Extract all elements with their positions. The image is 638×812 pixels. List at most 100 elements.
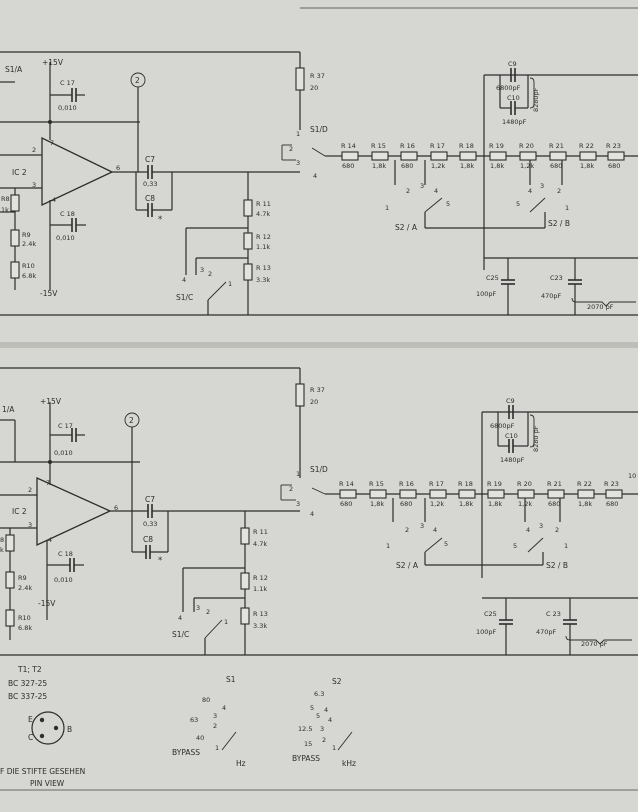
pin-c-label: C — [28, 733, 33, 742]
s1-dial-3: 3 — [213, 712, 217, 720]
r19-value: 1,8k — [490, 162, 504, 170]
b-c17-name: C 17 — [58, 422, 73, 430]
r14-value: 680 — [342, 162, 354, 170]
c25-name: C25 — [486, 274, 499, 282]
b-r11-name: R 11 — [253, 528, 268, 536]
b-c9-value: 6800pF — [490, 422, 515, 430]
supply-pos-label: +15V — [42, 58, 64, 67]
legend: T1; T2 BC 327-25 BC 337-25 E C B F DIE S… — [0, 665, 356, 788]
b-r19-name: R 19 — [487, 480, 502, 488]
b-s2a-pos-4: 4 — [433, 526, 437, 534]
b-r22-name: R 22 — [577, 480, 592, 488]
r14-resistor — [341, 151, 359, 161]
b-c8-mark: * — [158, 556, 162, 566]
s1c-label: S1/C — [176, 293, 193, 302]
c25-value: 100pF — [476, 290, 497, 298]
s2-dial-pointer — [337, 731, 353, 751]
b-c18-value: 0,010 — [54, 576, 73, 584]
r8-name: R8 — [1, 195, 10, 203]
s2-dial-5b: 5 — [316, 712, 320, 720]
b-testpoint-label: 2 — [129, 416, 134, 425]
ic-label: IC 2 — [12, 168, 27, 177]
s2b-pos-5: 5 — [516, 200, 520, 208]
r22-name: R 22 — [579, 142, 594, 150]
r22-resistor — [579, 151, 597, 161]
s1-dial-2: 2 — [213, 722, 217, 730]
r16-name: R 16 — [400, 142, 415, 150]
transistor-type-1: BC 327-25 — [8, 679, 47, 688]
r37-value: 20 — [310, 84, 318, 92]
s1c-pos-1: 1 — [228, 280, 232, 288]
c18-name: C 18 — [60, 210, 75, 218]
b-r13-value: 3.3k — [253, 622, 267, 630]
b-r22-resistor — [577, 489, 595, 499]
pin-b-label: B — [67, 725, 72, 734]
s2b-pos-3: 3 — [540, 182, 544, 190]
r10-resistor — [10, 261, 20, 279]
r37-resistor — [295, 67, 305, 91]
r13-resistor — [243, 263, 253, 281]
pin7-label: 7 — [50, 139, 54, 147]
b-c10-name: C10 — [505, 432, 518, 440]
b-s1d-label: S1/D — [310, 465, 328, 474]
stage-top: +15V C 17 0,010 S1/A 2 IC 2 7 2 3 4 6 C … — [0, 51, 638, 316]
s1d-pos-2: 2 — [289, 145, 293, 153]
b-r8-name: 8 — [0, 536, 4, 544]
r11-resistor — [243, 199, 253, 217]
s2a-pos-4: 4 — [434, 187, 438, 195]
b-c25-value: 100pF — [476, 628, 497, 636]
c9-name: C9 — [508, 60, 517, 68]
b-r16-value: 680 — [400, 500, 412, 508]
r20-value: 1,2k — [520, 162, 534, 170]
r12-value: 1.1k — [256, 243, 270, 251]
r17-value: 1,2k — [431, 162, 445, 170]
s2a-label: S2 / A — [395, 223, 418, 232]
b-c10-value: 1480pF — [500, 456, 525, 464]
r10-name: R10 — [22, 262, 35, 270]
s2b-label: S2 / B — [548, 219, 570, 228]
b-s1d-switch-arm — [311, 487, 326, 495]
r17-resistor — [430, 151, 448, 161]
b-s1c-pos-3: 3 — [196, 604, 200, 612]
b-r9-name: R9 — [18, 574, 27, 582]
c7-name: C7 — [145, 155, 155, 164]
b-r12-name: R 12 — [253, 574, 268, 582]
stage-bottom: +15V C 17 0,010 1/A 2 IC 2 7 2 3 4 6 C 1… — [0, 367, 638, 656]
r23-resistor — [607, 151, 625, 161]
s2-bypass-label: BYPASS — [292, 754, 320, 763]
b-s2a-switch-arm — [424, 537, 443, 553]
b-r37-value: 20 — [310, 398, 318, 406]
b-r13-name: R 13 — [253, 610, 268, 618]
b-c18-name: C 18 — [58, 550, 73, 558]
b-r19-resistor — [487, 489, 505, 499]
b-r14-value: 680 — [340, 500, 352, 508]
transistor-title: T1; T2 — [17, 665, 42, 674]
s2-dial-63: 6.3 — [314, 690, 324, 698]
b-s2a-pos-3: 3 — [420, 522, 424, 530]
r18-value: 1,8k — [460, 162, 474, 170]
b-r16-resistor — [399, 489, 417, 499]
s2-dial-2: 2 — [322, 736, 326, 744]
r16-resistor — [400, 151, 418, 161]
b-r14-name: R 14 — [339, 480, 354, 488]
b-supply-pos-label: +15V — [40, 397, 62, 406]
s1-bypass-label: BYPASS — [172, 748, 200, 757]
supply-neg-label: -15V — [40, 289, 58, 298]
b-ic-label: IC 2 — [12, 507, 27, 516]
b-r18-resistor — [458, 489, 476, 499]
b-c23-value: 470pF — [536, 628, 557, 636]
b-c-total: 2070 pF — [581, 640, 608, 648]
b-r17-value: 1,2k — [430, 500, 444, 508]
s1-dial-63: 63 — [190, 716, 198, 724]
s1-dial-title: S1 — [226, 675, 236, 684]
b-r21-resistor — [547, 489, 565, 499]
b-r8-value: k — [0, 546, 4, 554]
r37-name: R 37 — [310, 72, 325, 80]
b-pin3-label: 3 — [28, 521, 32, 529]
pin-view-de: F DIE STIFTE GESEHEN — [0, 767, 85, 776]
b-r12-value: 1.1k — [253, 585, 267, 593]
r15-name: R 15 — [371, 142, 386, 150]
r15-resistor — [371, 151, 389, 161]
b-c9c10-total: 8280 pF — [532, 425, 540, 452]
b-s1d-pos-4: 4 — [310, 510, 314, 518]
